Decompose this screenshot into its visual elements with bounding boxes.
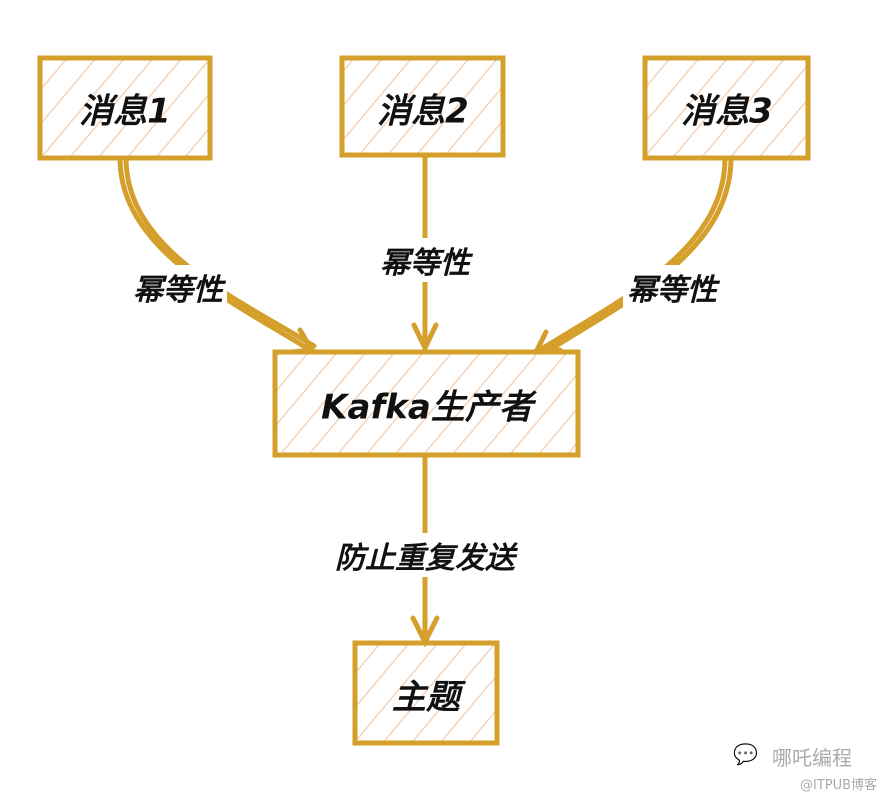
node-msg3: 消息3	[681, 91, 773, 132]
edge-msg3-producer	[537, 155, 734, 355]
node-msg2-box	[339, 55, 506, 158]
node-msg3-box	[642, 55, 811, 161]
watermark-name: 哪吒编程	[772, 746, 852, 770]
edge-msg1-producer	[117, 155, 317, 353]
watermark-source: @ITPUB博客	[800, 778, 878, 793]
node-msg1: 消息1	[79, 91, 171, 132]
arrowhead-2	[411, 322, 439, 354]
node-topic-box	[352, 640, 500, 746]
edge-label-4: 防止重复发送	[331, 533, 519, 577]
edge-label-2: 幂等性	[376, 238, 474, 282]
node-msg1-box	[37, 55, 213, 161]
edge-label-3: 幂等性	[623, 265, 721, 309]
node-producer: Kafka生产者	[321, 387, 533, 428]
node-producer-box	[272, 349, 581, 458]
node-msg2: 消息2	[377, 91, 469, 132]
node-topic: 主题	[392, 677, 460, 718]
watermark-chat-icon: 💬	[733, 742, 758, 766]
edge-label-1: 幂等性	[129, 265, 227, 309]
